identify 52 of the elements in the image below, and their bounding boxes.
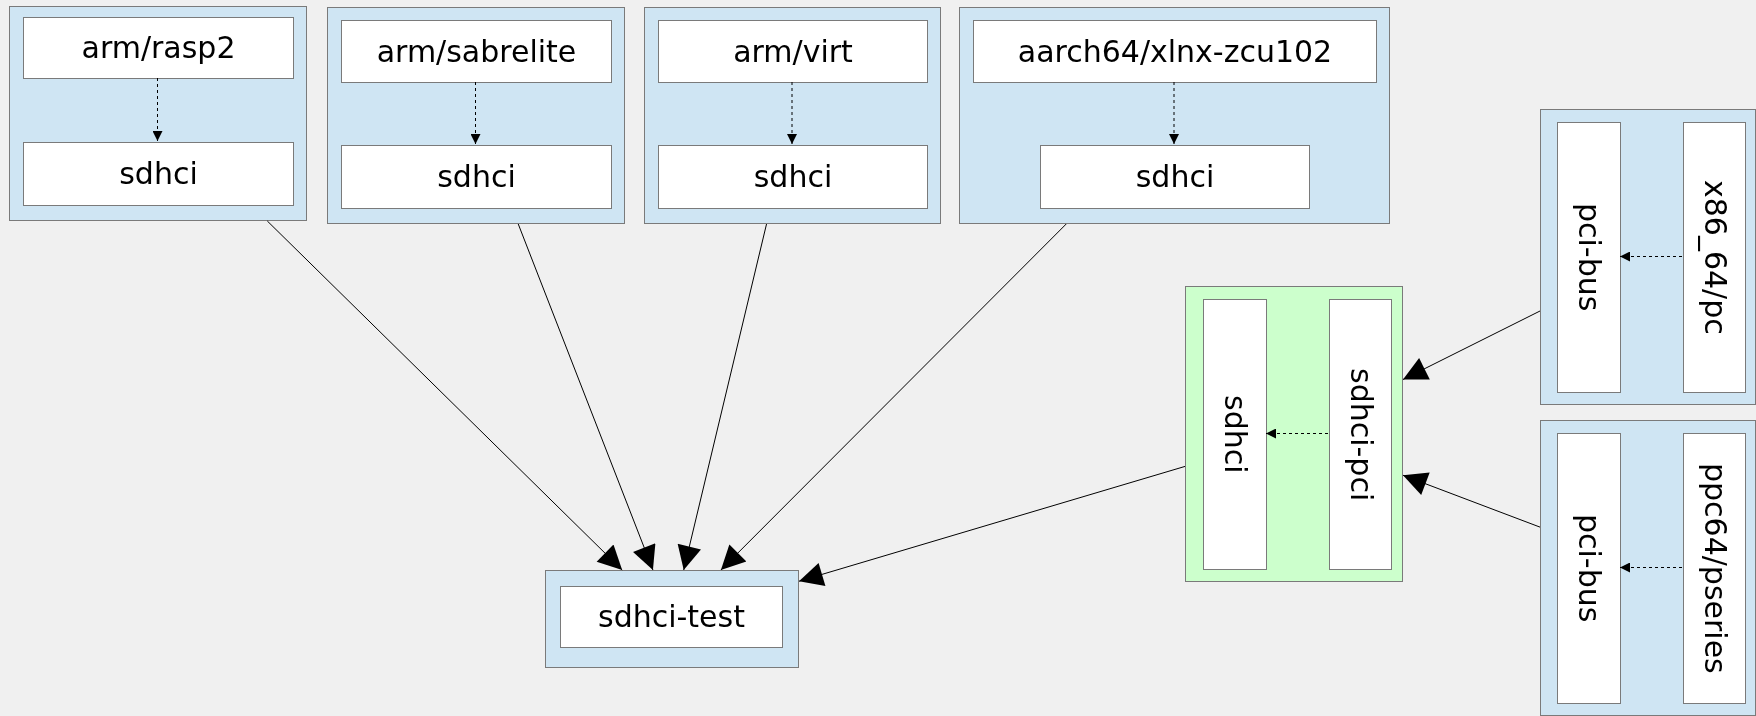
label-box xyxy=(23,17,294,79)
node-label: x86_64/pc xyxy=(1699,180,1730,335)
node-label: pci-bus xyxy=(1574,514,1604,623)
label-box xyxy=(341,145,612,209)
label-box xyxy=(1203,299,1267,570)
arrow xyxy=(152,77,163,142)
label-box xyxy=(560,586,783,648)
node-label: sdhci xyxy=(1220,395,1250,474)
label-box xyxy=(23,142,294,206)
arrow xyxy=(1169,81,1179,145)
label-box xyxy=(1683,122,1746,393)
node-label: pci-bus xyxy=(1574,203,1604,312)
arrow xyxy=(470,81,481,145)
node-label: sdhci xyxy=(437,162,516,192)
cluster-box xyxy=(644,7,941,224)
arrow xyxy=(517,223,656,571)
label-box xyxy=(658,145,928,209)
arrow xyxy=(266,220,623,571)
label-box xyxy=(658,20,928,83)
arrow xyxy=(1402,472,1541,528)
cluster-box xyxy=(1540,420,1756,716)
label-box xyxy=(1683,433,1746,704)
label-box xyxy=(1557,433,1621,704)
node-label: sdhci xyxy=(119,159,198,189)
arrow xyxy=(1619,562,1683,573)
arrow xyxy=(1619,251,1683,262)
label-box xyxy=(1329,299,1392,570)
cluster-box xyxy=(9,6,307,221)
label-box xyxy=(341,20,612,83)
node-label: arm/rasp2 xyxy=(81,33,236,63)
arrow xyxy=(787,81,797,145)
node-label: sdhci-test xyxy=(598,602,745,632)
node-label: sdhci xyxy=(1135,162,1215,192)
node-label: sdhci xyxy=(753,162,833,192)
arrow xyxy=(677,223,768,571)
node-label: aarch64/xlnx-zcu102 xyxy=(1017,36,1333,67)
arrow xyxy=(798,465,1186,586)
node-label: ppc64/pseries xyxy=(1699,463,1730,674)
cluster-box xyxy=(1540,109,1756,405)
label-box xyxy=(973,20,1377,83)
cluster-box xyxy=(1185,286,1403,582)
cluster-box xyxy=(959,7,1390,224)
cluster-box xyxy=(545,570,799,668)
arrow xyxy=(1265,428,1329,439)
label-box xyxy=(1557,122,1621,393)
label-box xyxy=(1040,145,1310,209)
node-label: arm/sabrelite xyxy=(376,36,577,67)
node-label: sdhci-pci xyxy=(1345,367,1376,502)
cluster-box xyxy=(327,7,625,224)
arrow xyxy=(1402,310,1541,380)
arrow xyxy=(720,223,1067,571)
node-label: arm/virt xyxy=(733,36,853,67)
